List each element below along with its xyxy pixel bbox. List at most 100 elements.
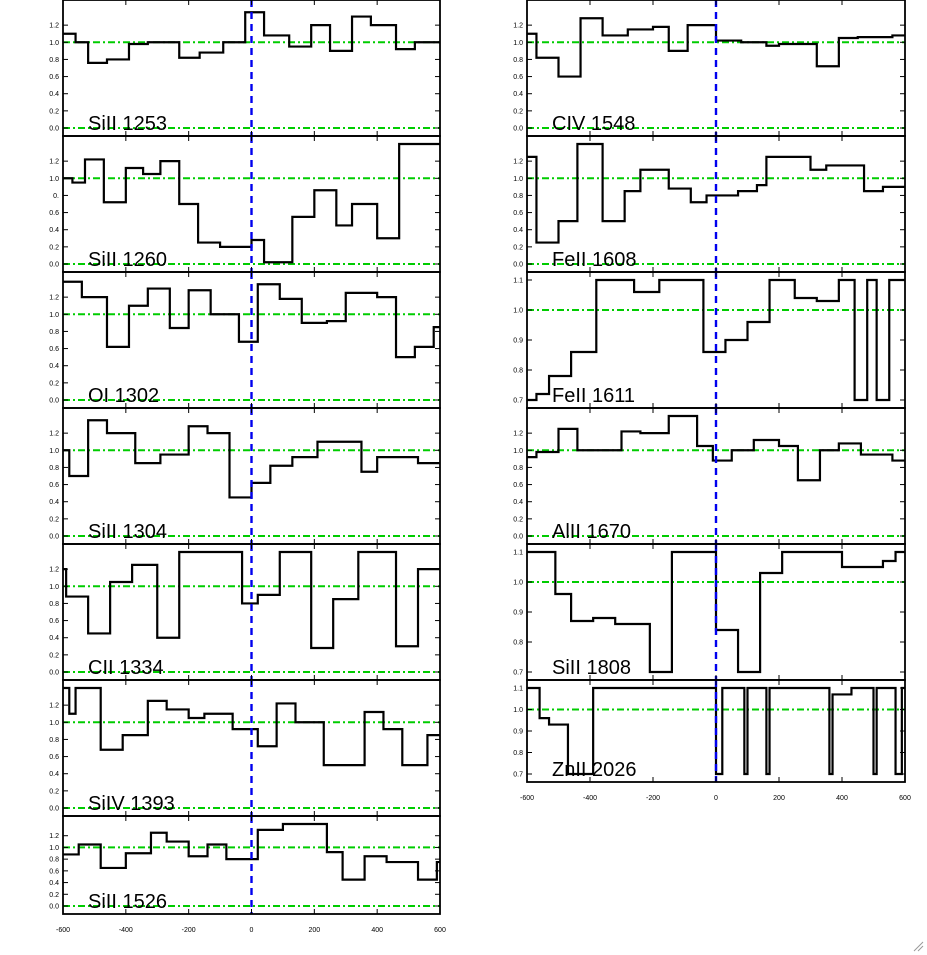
y-tick-label: 0.2	[49, 652, 59, 659]
x-tick-label: -200	[646, 795, 660, 802]
y-tick-label: 0.6	[49, 74, 59, 81]
flux-profile	[63, 280, 440, 359]
flux-profile	[63, 11, 440, 64]
y-tick-label: 0.8	[49, 857, 59, 864]
y-tick-label: 0.4	[513, 227, 523, 234]
panel-label: SiIV 1393	[88, 793, 175, 815]
y-tick-label: 0.8	[49, 601, 59, 608]
y-tick-label: 0.0	[513, 262, 523, 269]
y-tick-label: 0.2	[49, 892, 59, 899]
y-tick-label: 0.2	[513, 244, 523, 251]
y-tick-label: 0.6	[49, 482, 59, 489]
y-tick-label: 0.8	[513, 465, 523, 472]
panel-label: OI 1302	[88, 385, 159, 407]
panel-label: AlII 1670	[552, 521, 631, 543]
y-tick-label: 1.0	[49, 845, 59, 852]
y-tick-label: 1.2	[49, 703, 59, 710]
flux-profile	[63, 822, 440, 881]
x-tick-label: -600	[56, 927, 70, 934]
y-tick-label: 0.0	[49, 806, 59, 813]
y-tick-label: 0.0	[49, 534, 59, 541]
resize-grip-icon[interactable]	[912, 940, 924, 952]
y-tick-label: 1.0	[513, 448, 523, 455]
flux-profile	[63, 142, 440, 264]
x-tick-label: -400	[583, 795, 597, 802]
flux-profile	[527, 550, 905, 674]
x-tick-label: 200	[308, 927, 320, 934]
y-tick-label: 0.2	[49, 244, 59, 251]
y-tick-label: 1.0	[49, 584, 59, 591]
y-tick-label: 0.8	[49, 737, 59, 744]
x-tick-label: -400	[119, 927, 133, 934]
y-tick-label: 1.2	[49, 159, 59, 166]
x-tick-label: 600	[434, 927, 446, 934]
y-tick-label: 0.4	[513, 91, 523, 98]
y-tick-label: 0.9	[513, 338, 523, 345]
y-tick-label: 0.8	[513, 193, 523, 200]
x-tick-label: -200	[182, 927, 196, 934]
y-tick-label: 0.9	[513, 729, 523, 736]
y-tick-label: 0.4	[49, 635, 59, 642]
flux-profile	[527, 414, 905, 482]
y-tick-label: 0.2	[49, 380, 59, 387]
y-tick-label: 1.2	[513, 23, 523, 30]
y-tick-label: 0.6	[513, 482, 523, 489]
y-tick-label: 0.6	[513, 74, 523, 81]
y-tick-label: 1.2	[513, 431, 523, 438]
panel-label: CIV 1548	[552, 113, 635, 135]
y-tick-label: 0.0	[49, 670, 59, 677]
y-tick-label: 0.8	[513, 640, 523, 647]
flux-profile	[527, 278, 905, 402]
y-tick-label: 1.0	[49, 40, 59, 47]
y-tick-label: 1.0	[49, 176, 59, 183]
y-tick-label: 0.4	[49, 227, 59, 234]
y-tick-label: 1.2	[49, 23, 59, 30]
y-tick-label: 1.2	[513, 159, 523, 166]
y-tick-label: 0.8	[49, 465, 59, 472]
y-tick-label: 1.1	[513, 278, 523, 285]
flux-profile	[527, 686, 905, 776]
y-tick-label: 0.4	[49, 363, 59, 370]
y-tick-label: 1.0	[513, 308, 523, 315]
y-tick-label: 0.4	[49, 771, 59, 778]
flux-profile	[527, 17, 905, 78]
y-tick-label: 1.0	[49, 312, 59, 319]
flux-profile	[527, 142, 905, 244]
y-tick-label: 1.2	[49, 833, 59, 840]
y-tick-label: 0.4	[49, 91, 59, 98]
y-tick-label: 0.8	[513, 750, 523, 757]
y-tick-label: 0.	[53, 193, 59, 200]
x-tick-label: 400	[836, 795, 848, 802]
panel-label: SiII 1808	[552, 657, 631, 679]
y-tick-label: 0.0	[49, 398, 59, 405]
panel-label: SiII 1304	[88, 521, 167, 543]
y-tick-label: 1.2	[49, 567, 59, 574]
panel-label: CII 1334	[88, 657, 164, 679]
y-tick-label: 0.7	[513, 670, 523, 677]
y-tick-label: 0.8	[49, 57, 59, 64]
y-tick-label: 0.8	[513, 57, 523, 64]
x-tick-label: 200	[773, 795, 785, 802]
y-tick-label: 0.2	[49, 108, 59, 115]
flux-profile	[63, 419, 440, 499]
x-tick-label: 0	[714, 795, 718, 802]
y-tick-label: 1.2	[49, 431, 59, 438]
y-tick-label: 1.0	[513, 176, 523, 183]
y-tick-label: 1.0	[513, 40, 523, 47]
y-tick-label: 0.0	[49, 126, 59, 133]
y-tick-label: 0.6	[513, 210, 523, 217]
x-tick-label: 400	[371, 927, 383, 934]
y-tick-label: 0.2	[49, 788, 59, 795]
